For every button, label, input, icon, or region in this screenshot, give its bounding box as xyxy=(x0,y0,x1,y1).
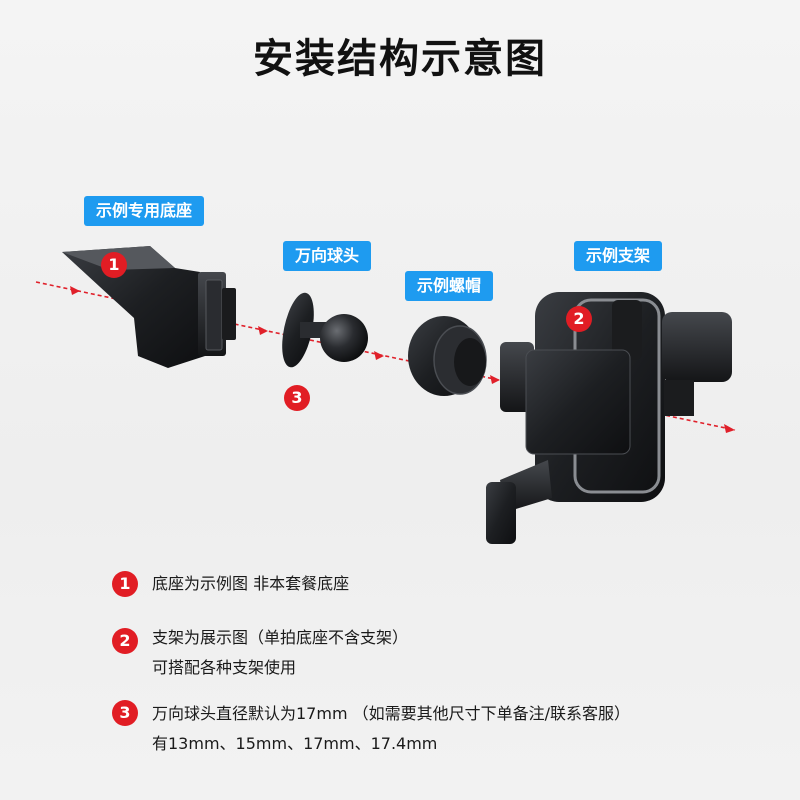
note-3-badge: 3 xyxy=(112,700,138,726)
vent-base-illustration xyxy=(62,246,236,368)
phone-holder-illustration xyxy=(486,292,732,544)
note-2-badge: 2 xyxy=(112,628,138,654)
label-ball-head: 万向球头 xyxy=(283,241,372,271)
page-title: 安装结构示意图 xyxy=(253,36,547,82)
note-2-line-1: 支架为展示图（单拍底座不含支架） xyxy=(152,628,409,647)
label-phone-holder: 示例支架 xyxy=(574,241,663,271)
label-vent-base: 示例专用底座 xyxy=(84,196,205,226)
note-3-line-2: 有13mm、15mm、17mm、17.4mm xyxy=(152,734,438,753)
note-1-badge: 1 xyxy=(112,571,138,597)
badge-1-diagram: 1 xyxy=(101,252,127,278)
note-2-line-2: 可搭配各种支架使用 xyxy=(152,658,297,677)
nut-illustration xyxy=(408,316,487,396)
note-1-line-1: 底座为示例图 非本套餐底座 xyxy=(152,574,350,593)
assembly-diagram xyxy=(35,246,736,544)
note-3-line-1: 万向球头直径默认为17mm （如需要其他尺寸下单备注/联系客服） xyxy=(152,704,631,723)
badge-2-diagram: 2 xyxy=(566,306,592,332)
label-nut: 示例螺帽 xyxy=(405,271,494,301)
badge-3-diagram: 3 xyxy=(284,385,310,411)
ball-head-illustration xyxy=(282,292,368,368)
